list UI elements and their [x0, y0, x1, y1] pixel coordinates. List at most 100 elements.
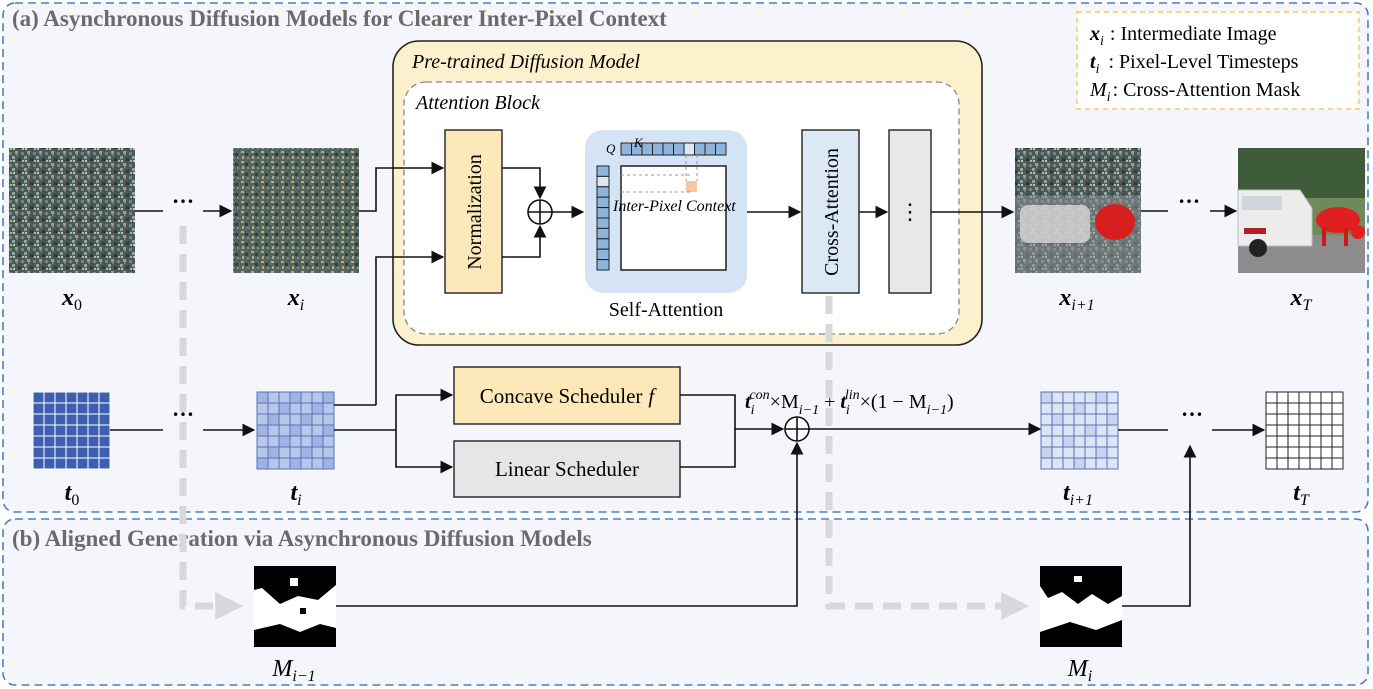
grid-cell [278, 435, 291, 448]
grid-cell [300, 457, 313, 470]
grid-cell [1051, 435, 1064, 448]
attention-cell-highlight [686, 181, 697, 192]
panel-b-title: (b) Aligned Generation via Asynchronous … [12, 526, 592, 551]
query-cell [596, 217, 610, 229]
grid-cell [256, 446, 269, 459]
grid-cell [54, 424, 67, 437]
scheduler-formula: ticon×Mi−1 + tilin×(1 − Mi−1) [745, 388, 954, 418]
grid-cell [1062, 413, 1075, 426]
grid-cell [1331, 413, 1344, 426]
grid-cell [278, 446, 291, 459]
grid-cell [76, 391, 89, 404]
grid-cell [1276, 457, 1289, 470]
grid-cell [267, 424, 280, 437]
grid-cell [32, 457, 45, 470]
grid-cell [1084, 435, 1097, 448]
grid-cell [1287, 435, 1300, 448]
grid-cell [98, 402, 111, 415]
grid-cell [267, 435, 280, 448]
grid-cell [322, 435, 335, 448]
grid-cell [54, 413, 67, 426]
legend-item-pixel-timesteps: ti: Pixel-Level Timesteps [1090, 51, 1299, 77]
grid-cell [65, 402, 78, 415]
grid-ti-plus-1 [1040, 391, 1119, 470]
linear-scheduler-label: Linear Scheduler [495, 457, 639, 481]
query-cell [596, 196, 610, 209]
grid-cell [1298, 413, 1311, 426]
grid-cell [1106, 446, 1119, 459]
grid-cell [1106, 402, 1119, 415]
grid-cell [267, 391, 280, 404]
grid-cell [300, 402, 313, 415]
grid-cell [98, 457, 111, 470]
cross-attention-label: Cross-Attention [821, 148, 843, 276]
grid-cell [1298, 402, 1311, 415]
query-vector [596, 165, 610, 271]
grid-cell [87, 424, 100, 437]
grid-cell [32, 435, 45, 448]
grid-cell [1298, 435, 1311, 448]
grid-cell [300, 435, 313, 448]
grid-cell [311, 391, 324, 404]
grid-cell [32, 413, 45, 426]
grid-cell [98, 391, 111, 404]
grid-cell [267, 457, 280, 470]
grid-cell [1309, 402, 1322, 415]
grid-cell [1265, 457, 1278, 470]
grid-cell [1095, 435, 1108, 448]
timestep-flow-arrows [110, 388, 1266, 607]
grid-cell [1331, 446, 1344, 459]
grid-cell [1287, 391, 1300, 404]
grid-cell [1287, 413, 1300, 426]
grid-cell [322, 424, 335, 437]
grid-cell [1095, 457, 1108, 470]
image-xT-label: xT [1290, 285, 1313, 314]
grid-cell [76, 446, 89, 459]
grid-cell [1320, 391, 1333, 404]
grid-cell [1040, 457, 1053, 470]
grid-cell [1309, 457, 1322, 470]
query-cell [596, 238, 610, 250]
grid-cell [32, 424, 45, 437]
grid-cell [43, 413, 56, 426]
grid-cell [278, 402, 291, 415]
ellipsis-top-left: … [172, 183, 194, 208]
k-label: K [633, 135, 644, 150]
grid-cell [289, 413, 302, 426]
grid-cell [1073, 424, 1086, 437]
key-cell [704, 142, 716, 156]
grid-cell [65, 424, 78, 437]
grid-cell [98, 413, 111, 426]
grid-cell [98, 446, 111, 459]
query-cell [596, 227, 610, 240]
grid-cell [311, 446, 324, 459]
grid-cell [1309, 446, 1322, 459]
grid-cell [1265, 435, 1278, 448]
grid-cell [1265, 424, 1278, 437]
grid-cell [32, 391, 45, 404]
grid-cell [1106, 413, 1119, 426]
grid-cell [267, 446, 280, 459]
key-vector [620, 142, 727, 156]
grid-cell [87, 435, 100, 448]
grid-cell [1095, 402, 1108, 415]
grid-cell [76, 402, 89, 415]
grid-cell [1095, 446, 1108, 459]
grid-cell [65, 446, 78, 459]
grid-cell [1331, 424, 1344, 437]
attention-matrix [620, 165, 727, 271]
grid-cell [1051, 413, 1064, 426]
grid-cell [65, 457, 78, 470]
grid-ti [256, 391, 335, 470]
grid-cell [1095, 391, 1108, 404]
grid-cell [1276, 402, 1289, 415]
grid-cell [311, 424, 324, 437]
grid-cell [1062, 391, 1075, 404]
grid-cell [311, 402, 324, 415]
legend-item-intermediate-image: xi: Intermediate Image [1089, 23, 1277, 49]
grid-cell [1040, 435, 1053, 448]
grid-cell [1298, 424, 1311, 437]
grid-cell [256, 457, 269, 470]
legend-item-cross-attention-mask: Mi: Cross-Attention Mask [1089, 79, 1300, 105]
linear-scheduler-box: Linear Scheduler [453, 440, 681, 498]
